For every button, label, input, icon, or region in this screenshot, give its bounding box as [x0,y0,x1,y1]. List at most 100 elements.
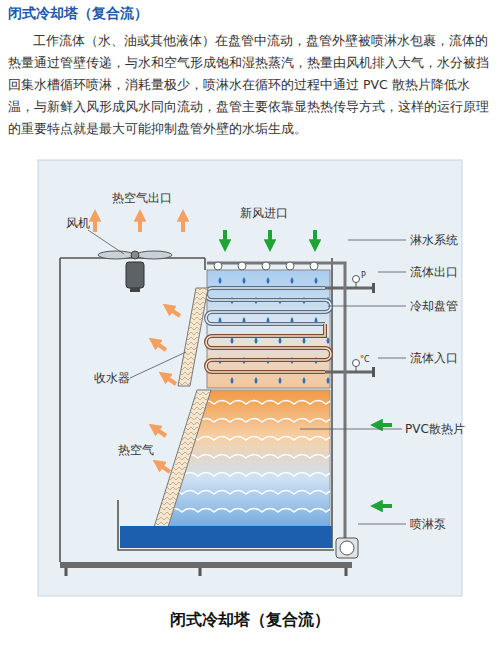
gauge-stem [356,282,357,372]
water-drops [219,277,330,384]
hot-air-arrow [170,309,180,316]
eliminator-blade [140,522,218,525]
hot-air-arrow [156,429,166,436]
figure-caption: 闭式冷却塔（复合流） [0,610,500,630]
gauge-symbol: °C [360,354,370,366]
basin-wall [118,500,334,550]
eliminator-blade [140,317,218,320]
part-label: 淋水系统 [410,232,458,248]
water-drop [255,337,258,344]
tower-leg [66,568,346,576]
eliminator-blade [140,457,218,460]
eliminator-blade [140,462,218,465]
part-label: 喷淋泵 [410,516,446,532]
fresh-air-arrow [268,230,272,243]
leader-line [378,358,406,359]
water-drop [279,377,282,384]
water-drop [231,337,234,344]
eliminator-blade [140,412,218,415]
eliminator-blade [140,472,218,475]
water-drop [243,277,246,284]
eliminator-blade [140,482,218,485]
eliminator-blade [140,397,218,400]
coil-section [207,270,330,388]
eliminator-blade [140,437,218,440]
leader-line [300,429,402,430]
eliminator-blade [140,507,218,510]
spray-nozzle [238,262,246,270]
eliminator-blade [140,417,218,420]
tower-base [60,562,352,568]
fresh-air-arrow [313,230,317,243]
eliminator-blade [140,517,218,520]
fresh-air-arrow [379,423,392,427]
eliminator-blade [140,407,218,410]
leader-lines [88,230,406,524]
water-drop [219,277,222,284]
leader-line [130,352,186,378]
part-label: 热空气 [118,442,154,458]
spray-nozzle [310,262,318,270]
spray-pump [336,538,358,558]
fan-blade [98,251,134,259]
hot-air-arrow [160,465,170,472]
fresh-air-arrows [225,230,392,506]
gauge-symbol: P [361,270,366,282]
eliminator-blade [140,432,218,435]
hot-air-arrow [166,377,176,384]
hot-air-arrows [95,218,183,472]
body-paragraph: 工作流体（水、油或其他液体）在盘管中流动，盘管外壁被喷淋水包裹，流体的热量通过管… [8,30,494,140]
eliminator-blade [140,367,218,370]
water-drop [279,337,282,344]
eliminator-blade [140,352,218,355]
fresh-air-arrow [223,230,227,243]
pressure-gauge [353,276,360,283]
eliminator-blade [140,427,218,430]
eliminator-blade [140,392,218,395]
spray-nozzle [262,262,270,270]
spray-nozzle [286,262,294,270]
eliminator-blade [140,377,218,380]
fan-blade [136,251,172,259]
temperature-gauge [353,360,360,367]
spray-nozzle [214,262,222,270]
tower-wall [60,258,332,562]
hot-air-arrow [93,218,97,232]
diagram-panel [38,160,462,596]
part-label: 流体出口 [410,264,458,280]
water-drop [327,377,330,384]
eliminator-blade [140,497,218,500]
pipe-flange [372,283,375,293]
water-drop [231,377,234,384]
leader-line [88,230,124,254]
leader-line [348,240,406,241]
pipe-flange [372,367,375,377]
eliminator-blade [140,467,218,470]
water-drop [303,337,306,344]
coil-tube [206,324,331,372]
part-label: 收水器 [94,370,130,386]
leader-line [328,306,406,307]
eliminator-blade [140,512,218,515]
eliminator-blade [140,382,218,385]
hot-air-arrow [181,218,185,232]
water-drop [291,277,294,284]
eliminator-blade [140,422,218,425]
spray-pump [340,541,354,555]
eliminator-blade [140,287,218,290]
fan-hub [131,251,139,259]
part-label: 冷却盘管 [410,298,458,314]
page-title: 闭式冷却塔（复合流） [8,4,148,22]
eliminator-blade [140,292,218,295]
part-label: 风机 [66,215,90,231]
basin-water [120,526,332,548]
part-label: PVC散热片 [405,421,465,437]
leader-line [378,272,406,273]
eliminator-blade [140,492,218,495]
coil-tube [206,288,331,324]
water-drop [303,377,306,384]
eliminator-blade [140,297,218,300]
eliminator-blade [140,322,218,325]
